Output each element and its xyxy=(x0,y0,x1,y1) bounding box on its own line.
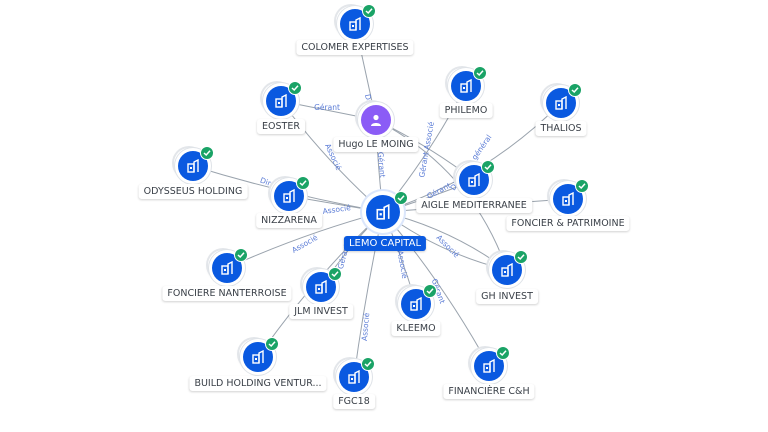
verified-check-icon xyxy=(514,250,528,264)
company-label-nizzarena[interactable]: NIZZARENA xyxy=(256,213,322,228)
company-node-colomer[interactable] xyxy=(336,4,376,39)
company-label-nanterroise[interactable]: FONCIERE NANTERROISE xyxy=(162,286,292,301)
company-node-thalios[interactable] xyxy=(542,83,582,118)
edge-label: Dir xyxy=(363,93,374,106)
center-company-node[interactable] xyxy=(366,191,408,229)
verified-check-icon xyxy=(394,191,408,205)
company-node-aigle[interactable] xyxy=(455,160,495,195)
company-label-kleemo[interactable]: KLEEMO xyxy=(391,321,441,336)
company-label-eoster[interactable]: EOSTER xyxy=(257,119,305,134)
edge-label: Associé xyxy=(322,203,352,216)
verified-check-icon xyxy=(265,337,279,351)
company-node-build[interactable] xyxy=(239,337,279,372)
verified-check-icon xyxy=(296,176,310,190)
edge-label: Associé xyxy=(435,233,462,260)
company-label-odysseus[interactable]: ODYSSEUS HOLDING xyxy=(138,184,248,199)
verified-check-icon xyxy=(423,284,437,298)
graph-edge xyxy=(382,211,490,367)
company-label-foncier[interactable]: FONCIER & PATRIMOINE xyxy=(506,216,630,231)
edge-label: Associé xyxy=(396,250,410,280)
company-label-philemo[interactable]: PHILEMO xyxy=(439,103,493,118)
company-node-philemo[interactable] xyxy=(447,66,487,101)
verified-check-icon xyxy=(575,179,589,193)
verified-check-icon xyxy=(288,81,302,95)
company-node-nanterroise[interactable] xyxy=(208,248,248,283)
verified-check-icon xyxy=(234,248,248,262)
company-label-thalios[interactable]: THALIOS xyxy=(535,121,587,136)
company-node-jlm[interactable] xyxy=(302,267,342,302)
company-node-odysseus[interactable] xyxy=(174,146,214,181)
company-node-nizzarena[interactable] xyxy=(270,176,310,211)
person-node[interactable] xyxy=(357,102,391,135)
company-node-financiere[interactable] xyxy=(470,346,510,381)
company-node-kleemo[interactable] xyxy=(397,284,437,319)
company-node-fgc18[interactable] xyxy=(335,357,375,392)
edge-label: Gérant xyxy=(376,152,387,179)
edge-label: Gérant xyxy=(314,103,340,112)
company-node-ghinvest[interactable] xyxy=(488,250,528,285)
center-company-label[interactable]: LEMO CAPITAL xyxy=(343,236,427,251)
company-label-colomer[interactable]: COLOMER EXPERTISES xyxy=(296,40,414,55)
company-label-aigle[interactable]: AIGLE MEDITERRANEE xyxy=(416,198,532,213)
verified-check-icon xyxy=(361,357,375,371)
company-node-eoster[interactable] xyxy=(262,81,302,116)
person-icon xyxy=(361,105,391,135)
verified-check-icon xyxy=(200,146,214,160)
edge-label: Associé xyxy=(360,312,371,341)
verified-check-icon xyxy=(496,346,510,360)
verified-check-icon xyxy=(481,160,495,174)
company-node-foncier[interactable] xyxy=(549,179,589,214)
building-icon xyxy=(492,255,522,285)
verified-check-icon xyxy=(362,4,376,18)
person-label[interactable]: Hugo LE MOING xyxy=(333,137,419,152)
verified-check-icon xyxy=(473,66,487,80)
company-label-financiere[interactable]: FINANCIÈRE C&H xyxy=(443,384,535,399)
company-label-ghinvest[interactable]: GH INVEST xyxy=(476,289,538,304)
company-label-build[interactable]: BUILD HOLDING VENTUR... xyxy=(189,376,327,391)
graph-edge xyxy=(353,211,384,378)
verified-check-icon xyxy=(568,83,582,97)
verified-check-icon xyxy=(328,267,342,281)
edge-label: Gérant Associé xyxy=(417,121,436,179)
company-label-jlm[interactable]: JLM INVEST xyxy=(289,304,353,319)
company-label-fgc18[interactable]: FGC18 xyxy=(333,394,375,409)
